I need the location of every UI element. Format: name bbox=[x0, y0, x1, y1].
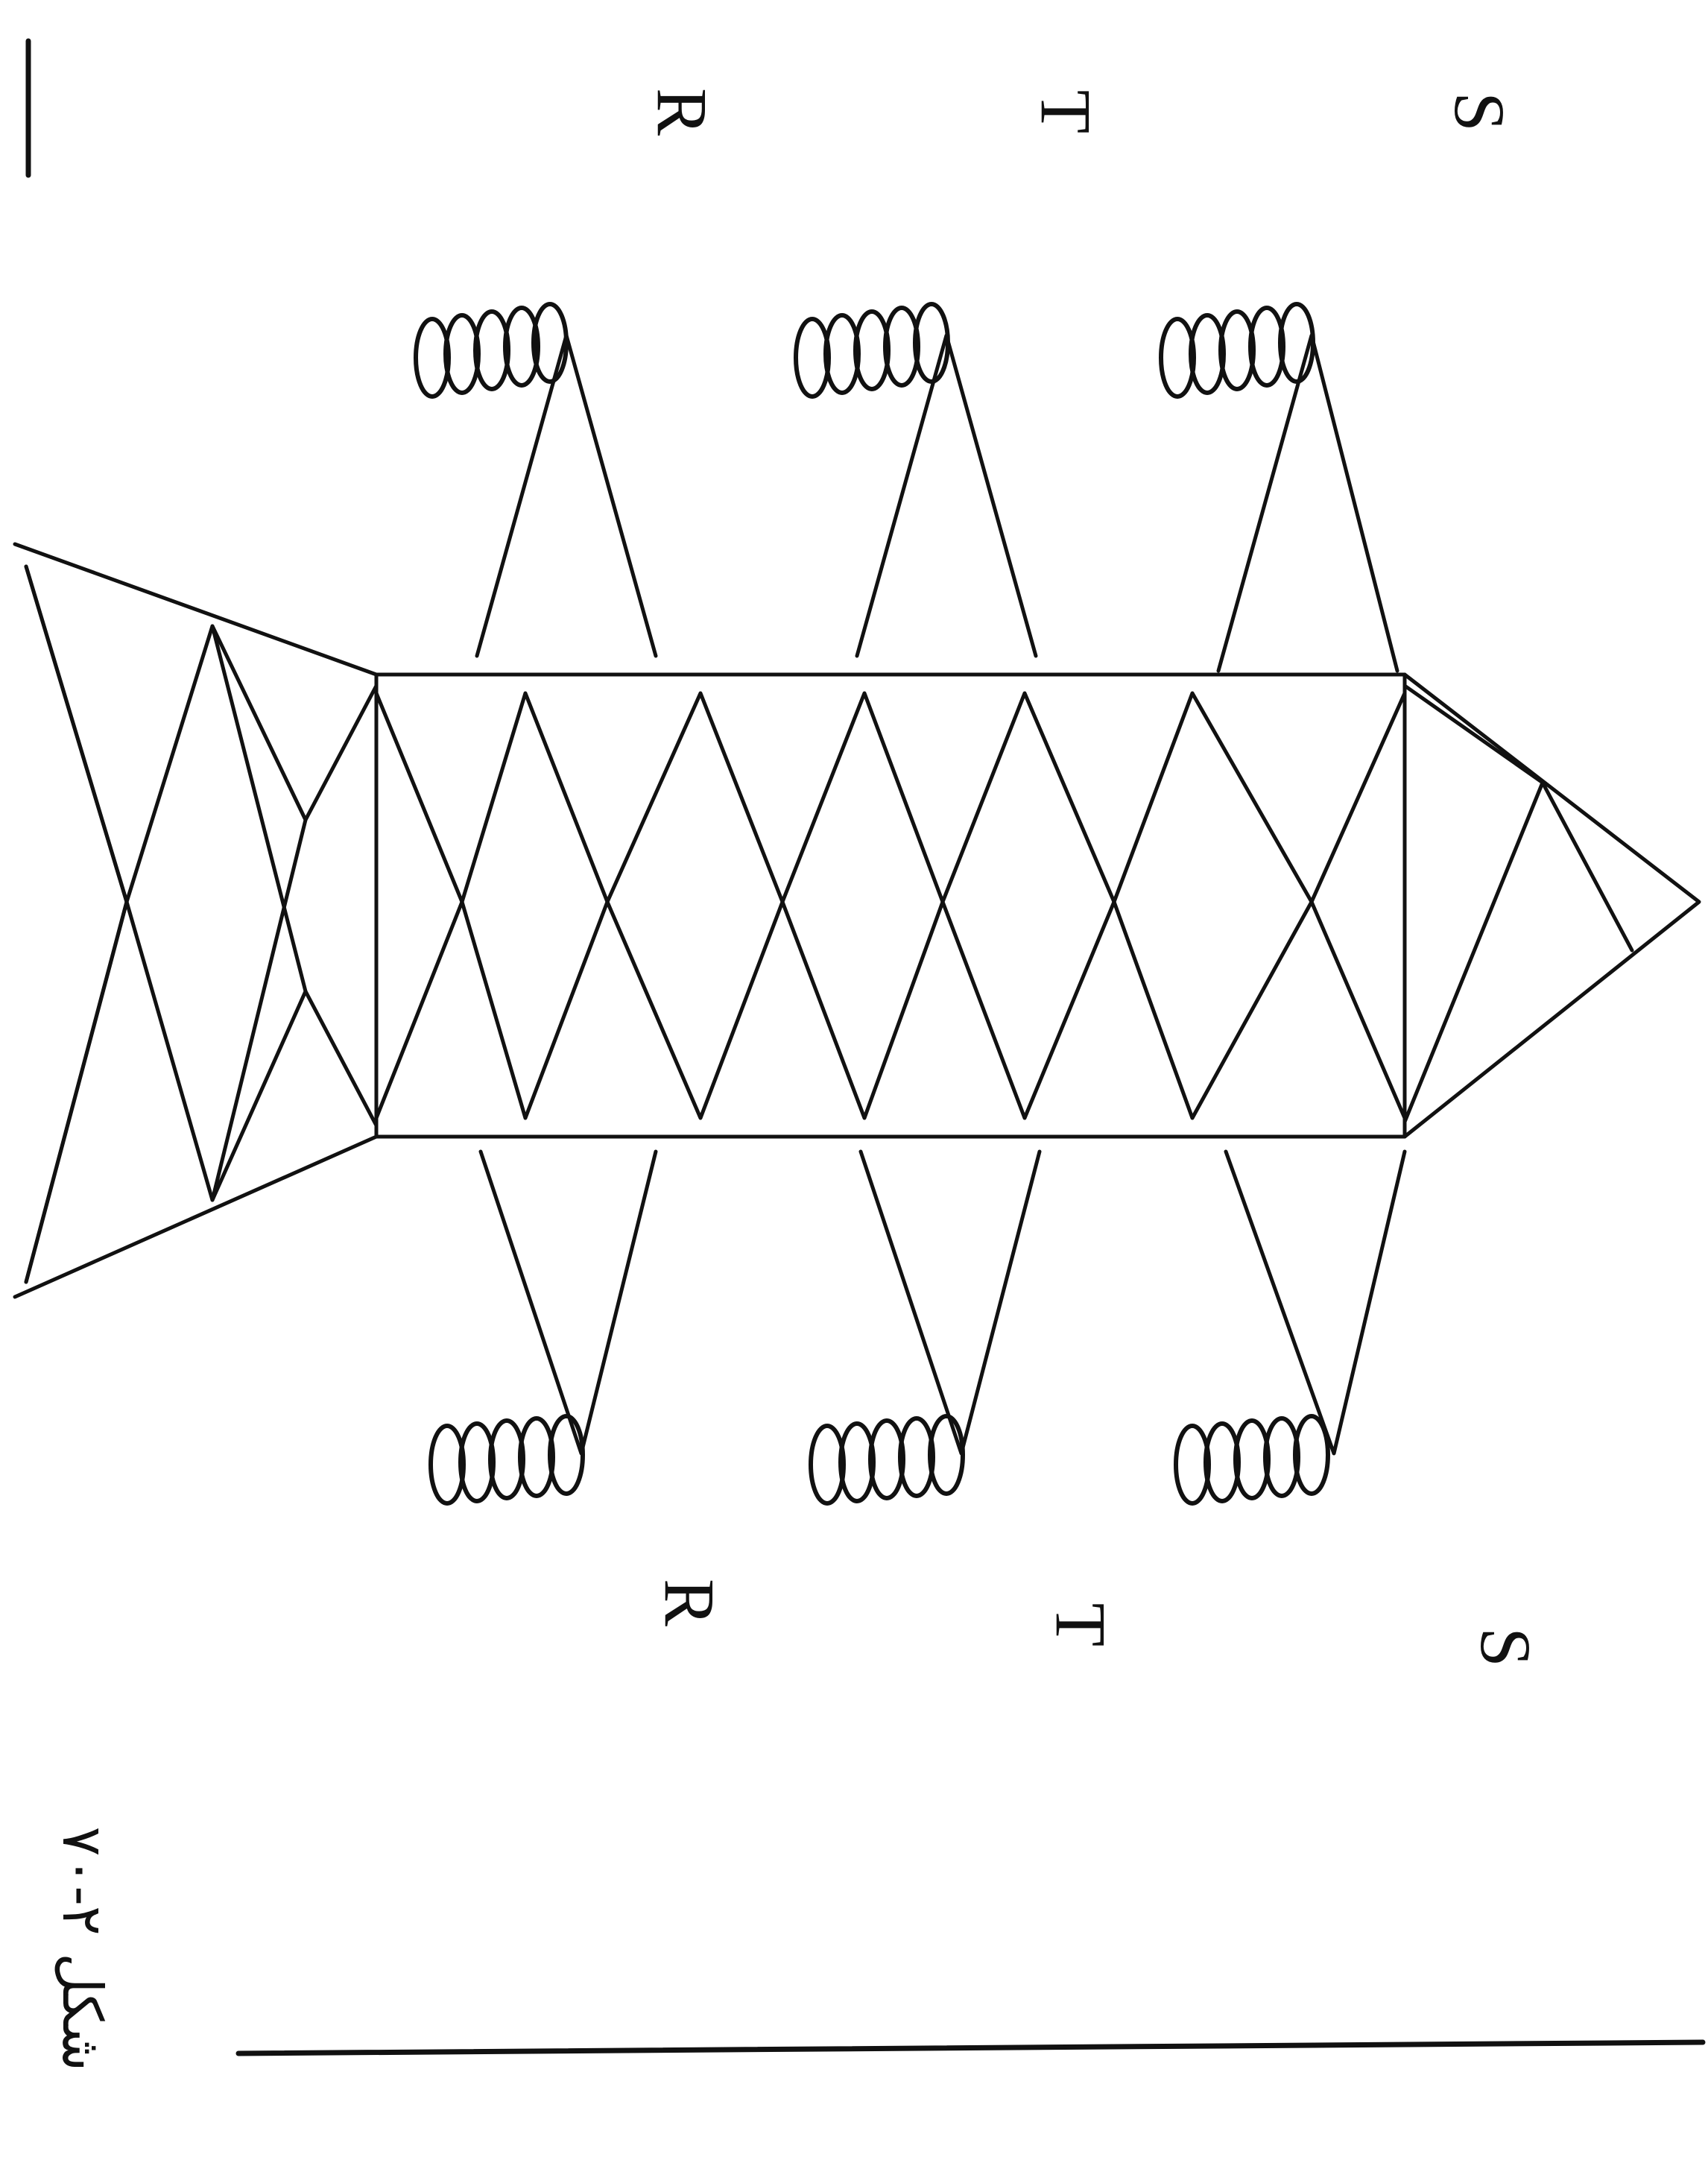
phase-label-top-r: R bbox=[642, 87, 722, 136]
phase-label-bottom-t: T bbox=[1041, 1602, 1121, 1647]
tower-peak bbox=[1402, 672, 1701, 1139]
phase-label-top-t: T bbox=[1026, 89, 1106, 134]
tower-leg-cross-4 bbox=[24, 900, 129, 1284]
tower-body bbox=[374, 672, 1407, 1139]
body-lattice-upper bbox=[374, 691, 1407, 904]
insulator-bottom-s bbox=[1174, 1414, 1330, 1506]
hanger-bottom-t bbox=[858, 1149, 1042, 1456]
insulator-top-r bbox=[414, 302, 569, 399]
tower-leg-cross-1 bbox=[210, 818, 308, 1202]
figure-caption: شکل ۲-۷۰ bbox=[50, 1826, 114, 2072]
ground-line bbox=[235, 2039, 1706, 2056]
phase-label-bottom-s: S bbox=[1466, 1627, 1546, 1667]
phase-label-top-s: S bbox=[1440, 92, 1519, 132]
insulator-top-t bbox=[794, 302, 950, 399]
tower-leg-bottom bbox=[13, 1134, 379, 1299]
insulator-bottom-r bbox=[428, 1414, 585, 1506]
hanger-bottom-r bbox=[478, 1149, 658, 1456]
tower-leg-lattice-b bbox=[24, 900, 379, 1284]
insulator-top-s bbox=[1159, 302, 1315, 399]
tower-leg-lattice-a bbox=[24, 564, 379, 904]
hanger-top-r bbox=[475, 333, 658, 658]
body-lattice-lower bbox=[374, 900, 1407, 1120]
phase-label-bottom-r: R bbox=[650, 1578, 730, 1627]
hanger-bottom-s bbox=[1224, 1149, 1407, 1456]
insulator-bottom-t bbox=[809, 1414, 965, 1506]
tower-leg-cross-2 bbox=[210, 624, 308, 994]
tower-leg-cross-3 bbox=[24, 564, 129, 904]
hanger-top-t bbox=[855, 333, 1038, 658]
tower-leg-top bbox=[13, 542, 379, 677]
tower-peak-lattice bbox=[1402, 683, 1545, 1124]
tower-peak-brace bbox=[1540, 780, 1634, 953]
